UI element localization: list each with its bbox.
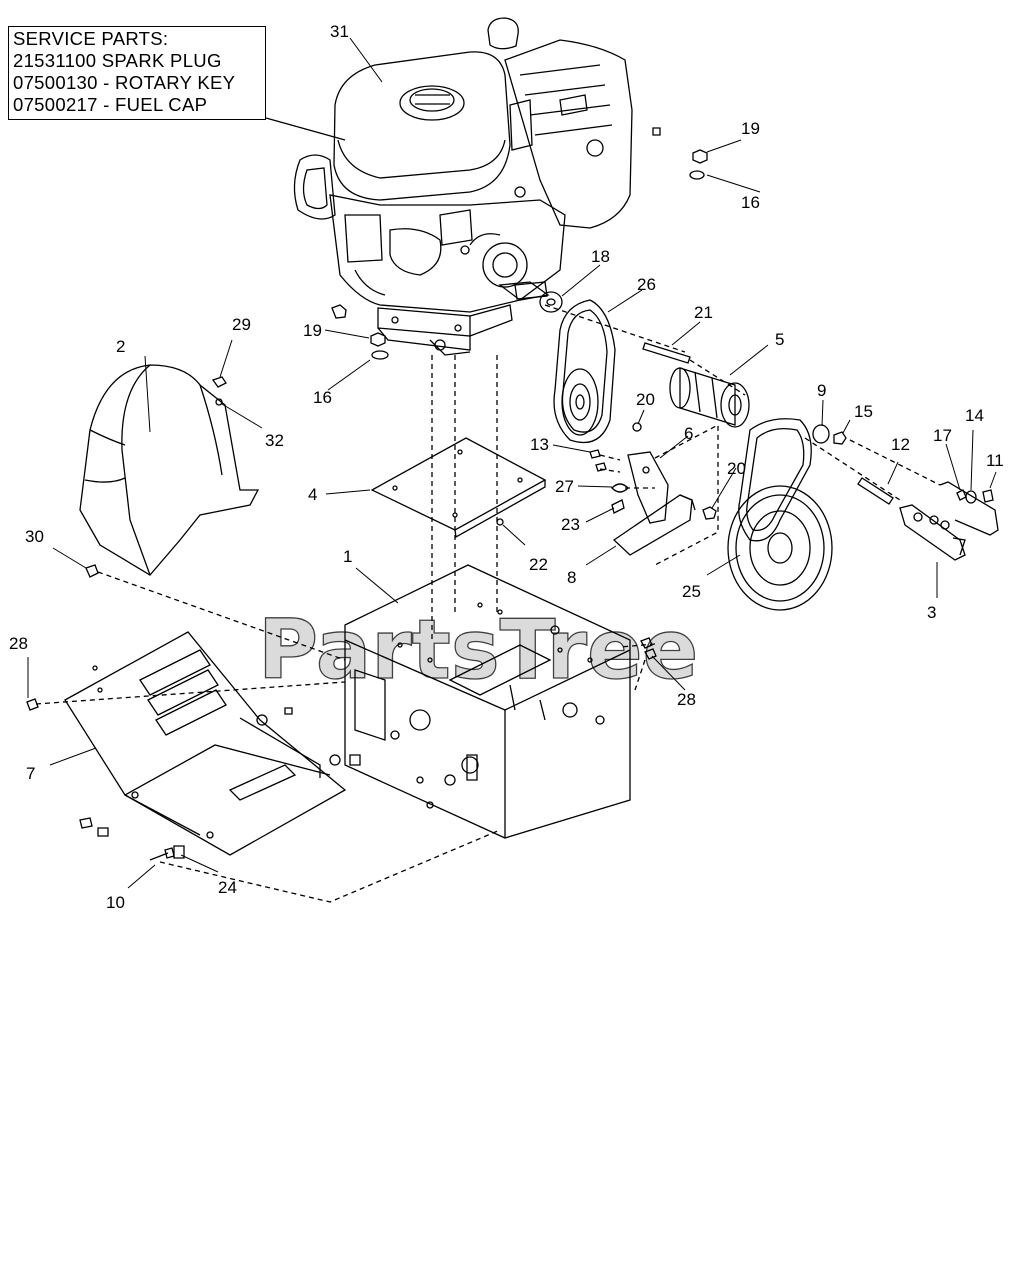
key-21 [642,342,691,364]
nut-19-left-top [331,304,347,319]
callout-31: 31 [330,22,349,41]
bracket-frame-dashed [654,423,719,566]
callout-6: 6 [684,424,693,443]
pulley-small [561,368,599,436]
callout-18: 18 [591,247,610,266]
assembly-lines [35,304,941,903]
callout-12: 12 [891,435,910,454]
bolt-28-right [640,637,657,660]
leader-lines [27,37,997,889]
callout-16: 16 [741,193,760,212]
service-parts-box: SERVICE PARTS: 21531100 SPARK PLUG 07500… [8,26,266,120]
nut-19-top [652,127,661,136]
callout-21: 21 [694,303,713,322]
hardware [26,127,994,861]
clip-24 [173,845,185,859]
bolt-11 [982,489,994,503]
washer-16-left [371,350,389,360]
engine [293,17,633,356]
callout-1: 1 [343,547,352,566]
callout-25: 25 [682,582,701,601]
pulley-5 [669,367,750,428]
service-parts-title: SERVICE PARTS: [13,28,169,49]
bolt-12 [857,477,894,505]
belt-25-pulley [727,418,833,611]
service-part-fuel-cap: 07500217 - FUEL CAP [13,94,208,115]
plate-7 [64,631,361,856]
spacer-18 [539,291,563,313]
callout-23: 23 [561,515,580,534]
callout-13: 13 [530,435,549,454]
nut-20 [702,506,717,520]
watermark: PartsTree [258,603,698,698]
service-part-rotary-key: 07500130 - ROTARY KEY [13,72,236,93]
callout-20: 20 [727,459,746,478]
callouts: 31 19 16 18 26 21 5 29 2 19 16 32 9 15 2… [9,22,1004,912]
callout-19: 19 [741,119,760,138]
idler-bracket-3 [899,481,999,561]
frame-1 [344,564,631,839]
nut-15 [833,431,847,445]
washer-9 [812,424,830,444]
nut-19-left [370,332,386,347]
washer-14 [965,490,977,504]
callout-7: 7 [26,764,35,783]
bolt-23 [611,499,625,514]
bracket-8 [612,494,696,556]
belt-26 [553,299,616,444]
callout-10: 10 [106,893,125,912]
callout-20-top: 20 [636,390,655,409]
callout-4: 4 [308,485,317,504]
callout-30: 30 [25,527,44,546]
service-part-spark-plug: 21531100 SPARK PLUG [13,50,222,71]
bolt-30 [85,564,99,578]
callout-2: 2 [116,337,125,356]
callout-27: 27 [555,477,574,496]
callout-19-left: 19 [303,321,322,340]
callout-3: 3 [927,603,936,622]
callout-24: 24 [218,878,237,897]
plate-4 [370,437,547,539]
callout-11: 11 [986,451,1004,470]
callout-17: 17 [933,426,952,445]
callout-26: 26 [637,275,656,294]
callout-28-left: 28 [9,634,28,653]
bolt-13 [589,449,601,459]
bolt-10 [149,847,175,861]
callout-29: 29 [232,315,251,334]
callout-5: 5 [775,330,784,349]
bracket-6 [627,451,669,524]
callout-9: 9 [817,381,826,400]
callout-15: 15 [854,402,873,421]
callout-28-right: 28 [677,690,696,709]
bolt-29 [211,376,227,388]
bolt-28-left [26,698,39,711]
service-box-leader [265,117,346,141]
nut-19 [692,149,708,164]
callout-14: 14 [965,406,984,425]
bolt-22 [496,518,504,526]
callout-16-left: 16 [313,388,332,407]
callout-32: 32 [265,431,284,450]
nut-20-top [632,422,642,432]
belt-guard-2 [79,364,260,576]
callout-22: 22 [529,555,548,574]
washer-16 [689,170,705,180]
callout-8: 8 [567,568,576,587]
